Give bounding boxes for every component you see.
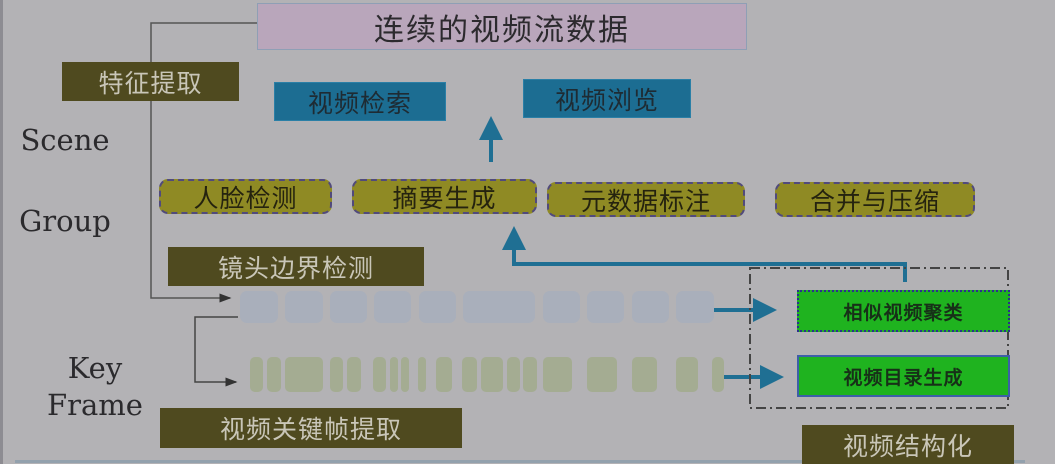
keyframe: [436, 357, 452, 392]
shot-frame: [330, 291, 367, 323]
shot-frame: [632, 291, 669, 323]
group-label: Group: [19, 204, 111, 238]
keyframe: [373, 357, 386, 392]
keyframe: [481, 357, 503, 392]
face-detection-box: 人脸检测: [159, 179, 332, 214]
keyframe: [330, 357, 343, 392]
keyframe: [507, 357, 520, 392]
merge-compress-box: 合并与压缩: [775, 182, 975, 217]
similar-video-clustering-box: 相似视频聚类: [797, 290, 1010, 332]
keyframe: [523, 357, 537, 392]
keyframe: [462, 357, 477, 392]
keyframe: [250, 357, 263, 392]
shot-boundary-detection-label: 镜头边界检测: [168, 247, 424, 286]
metadata-annotation-box: 元数据标注: [547, 182, 745, 217]
shot-frame: [374, 291, 411, 323]
video-structuring-label: 视频结构化: [802, 425, 1014, 464]
frame-label: Frame: [47, 388, 143, 422]
keyframe: [543, 357, 572, 392]
shot-frame: [676, 291, 714, 323]
shot-frame: [285, 291, 323, 323]
keyframe: [401, 357, 409, 392]
shot-frame: [463, 291, 535, 323]
keyframe: [632, 357, 657, 392]
keyframe: [676, 357, 698, 392]
keyframe: [267, 357, 281, 392]
slide-left-edge: [0, 0, 3, 464]
keyframe: [285, 357, 323, 392]
keyframe: [347, 357, 361, 392]
shot-frame: [419, 291, 456, 323]
video-browsing-box: 视频浏览: [523, 79, 691, 118]
keyframe: [587, 357, 617, 392]
feature-extraction-label: 特征提取: [62, 62, 239, 101]
keyframe: [390, 357, 398, 392]
video-retrieval-box: 视频检索: [274, 82, 446, 121]
summary-generation-box: 摘要生成: [352, 179, 537, 214]
video-catalog-generation-box: 视频目录生成: [797, 355, 1010, 397]
slide-bottom-line: [15, 460, 1025, 463]
shot-frame: [543, 291, 580, 323]
scene-label: Scene: [20, 123, 110, 157]
keyframe-extraction-label: 视频关键帧提取: [160, 408, 462, 448]
shot-frame: [240, 291, 278, 323]
keyframe: [418, 357, 426, 392]
keyframe: [712, 357, 724, 392]
video-stream-title: 连续的视频流数据: [257, 3, 747, 50]
shot-frame: [587, 291, 624, 323]
key-label: Key: [67, 351, 123, 385]
